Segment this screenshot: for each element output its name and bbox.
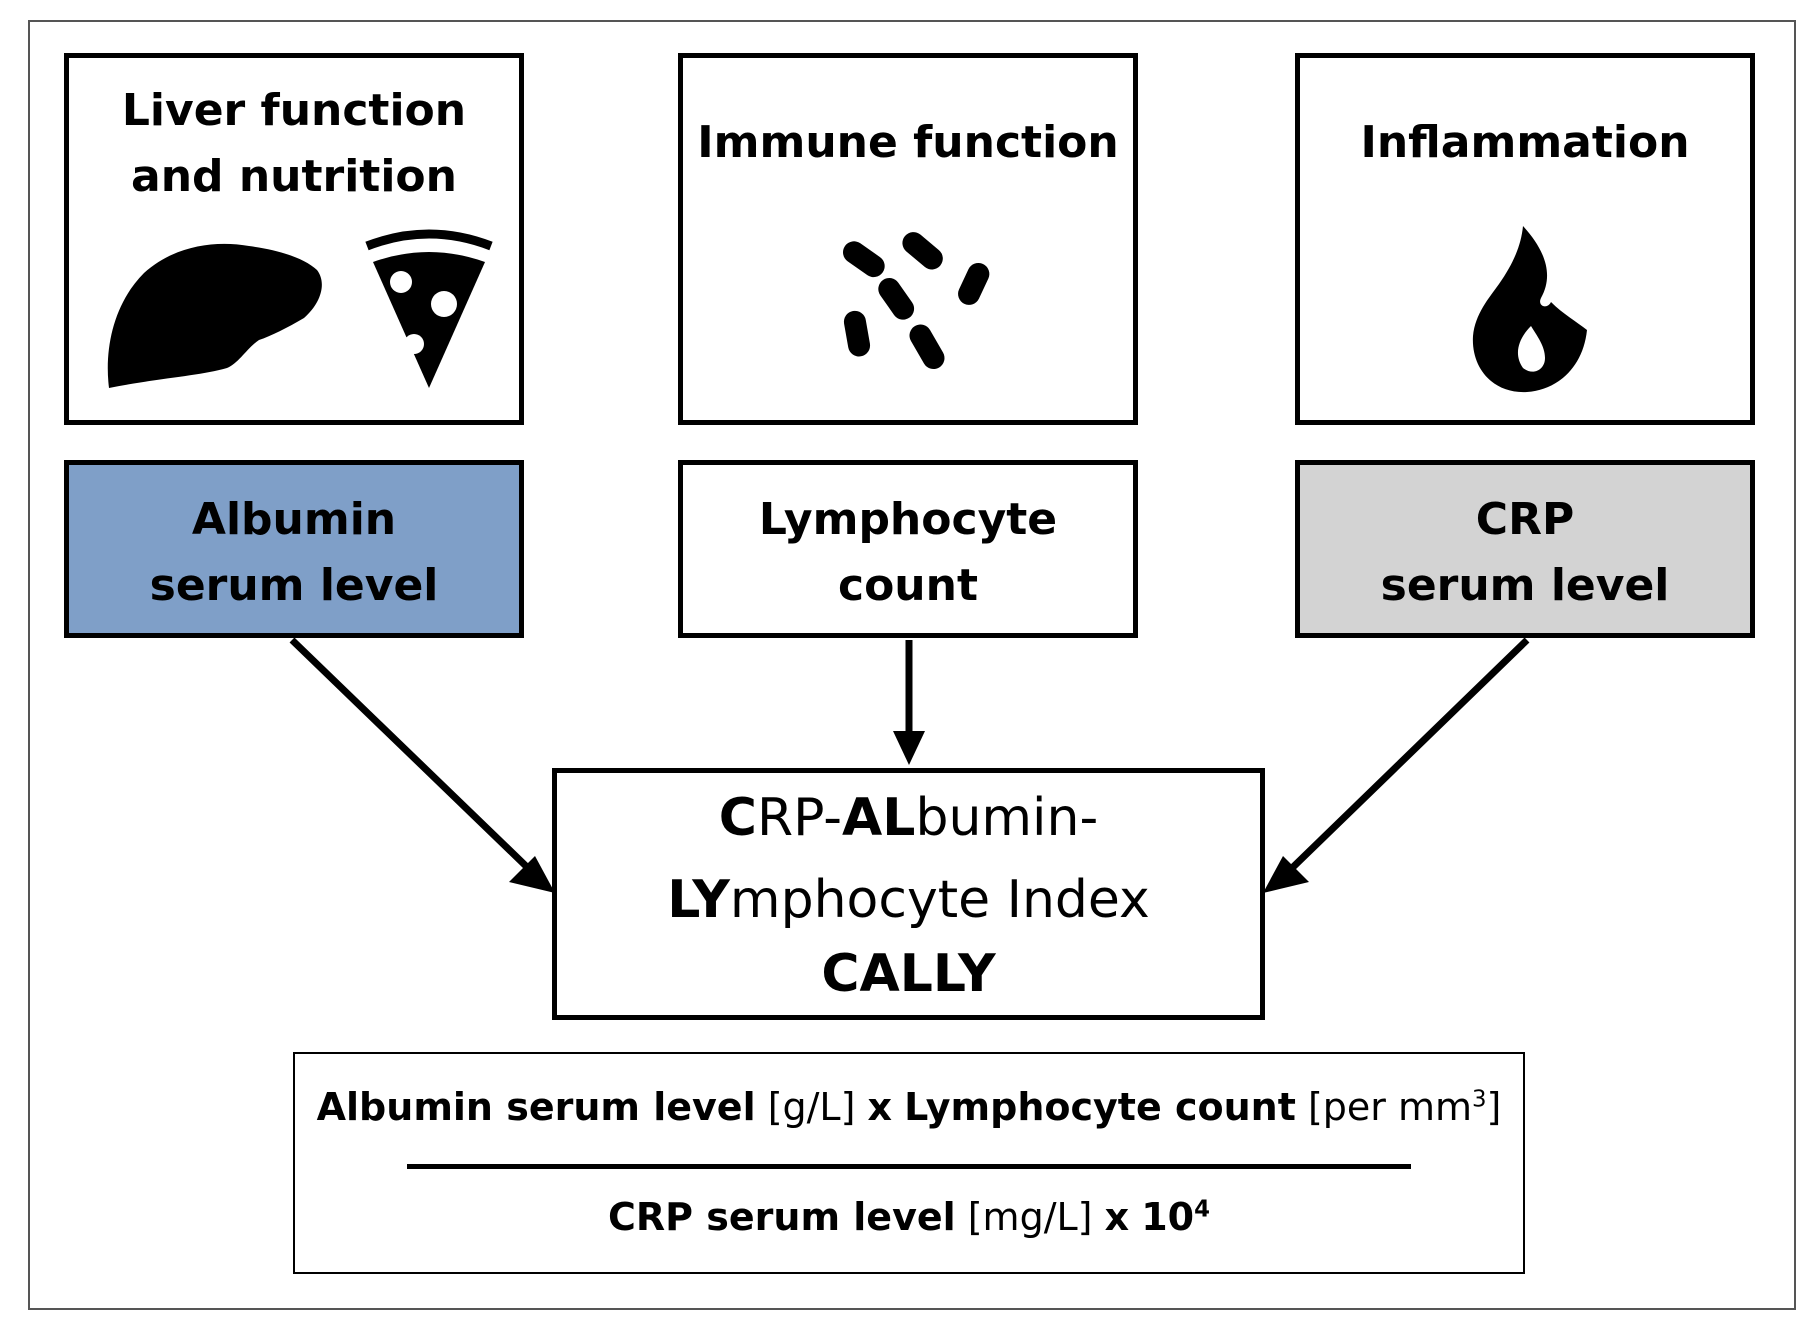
pizza-icon [365, 229, 493, 388]
formula-denominator: CRP serum level [mg/L] x 104 [608, 1195, 1210, 1239]
arrowhead-lymphocyte [893, 731, 925, 765]
albumin-serum-level-box: Albumin serum level [64, 460, 524, 638]
category-title: Liver function and nutrition [121, 85, 467, 202]
category-liver-nutrition: Liver function and nutrition [64, 53, 524, 425]
cally-formula-box: Albumin serum level [g/L] x Lymphocyte c… [293, 1052, 1525, 1274]
category-title: Inflammation [1360, 117, 1690, 168]
index-line-1: CRP-ALbumin- [718, 788, 1099, 848]
arrowhead-albumin [509, 856, 555, 893]
category-title: Immune function [697, 117, 1119, 168]
diagram-frame [28, 20, 1796, 1310]
category-inflammation: Inflammation [1295, 53, 1755, 425]
lymphocyte-count-box: Lymphocyte count [678, 460, 1138, 638]
liver-icon [107, 243, 322, 388]
crp-serum-level-box: CRP serum level [1295, 460, 1755, 638]
fraction-bar [407, 1164, 1411, 1169]
arrow-albumin [289, 637, 531, 871]
index-line-2: LYmphocyte Index [667, 870, 1150, 930]
formula-numerator: Albumin serum level [g/L] x Lymphocyte c… [316, 1085, 1502, 1129]
cally-index-box: CRP-ALbumin- LYmphocyte Index CALLY [552, 768, 1265, 1020]
index-short-name: CALLY [821, 944, 996, 1004]
flame-icon [1472, 226, 1587, 393]
category-immune-function: Immune function [678, 53, 1138, 425]
arrow-crp [1287, 637, 1530, 873]
arrowhead-crp [1263, 856, 1309, 893]
lymphocytes-icon [843, 232, 990, 370]
